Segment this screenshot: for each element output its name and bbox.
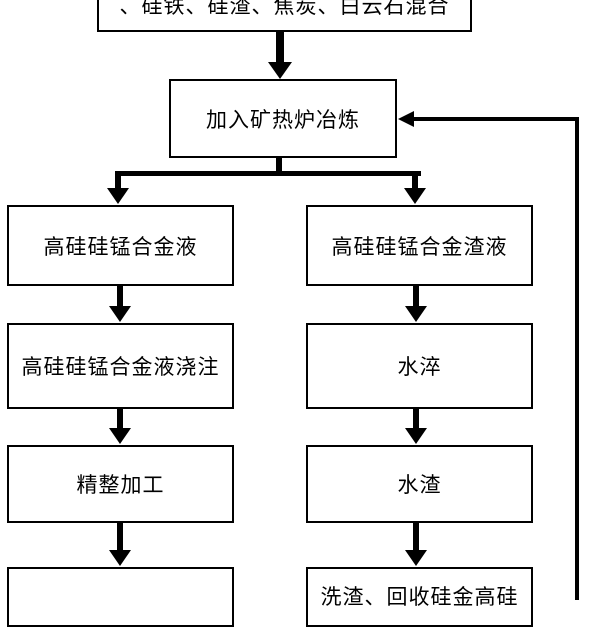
water-quench-label: 水淬	[397, 355, 442, 379]
slag-recovery-box: 洗渣、回收硅金高硅	[306, 567, 533, 627]
arrow-finishing-to-product	[109, 522, 131, 566]
slag-liquid-label: 高硅硅锰合金渣液	[331, 234, 508, 259]
arrow-smelting-split	[107, 157, 426, 204]
finishing-label: 精整加工	[76, 473, 165, 497]
arrow-raw-to-smelting	[268, 30, 292, 79]
slag-recovery-label: 洗渣、回收硅金高硅	[320, 585, 519, 609]
connector-lines	[107, 30, 579, 600]
finishing-box: 精整加工	[7, 445, 234, 523]
arrow-waterslag-to-recovery	[405, 522, 427, 566]
smelting-box: 加入矿热炉冶炼	[169, 79, 397, 158]
smelting-label: 加入矿热炉冶炼	[206, 107, 360, 132]
water-slag-box: 水渣	[306, 445, 533, 523]
arrow-quench-to-waterslag	[405, 408, 427, 444]
water-quench-box: 水淬	[306, 323, 533, 409]
alloy-liquid-box: 高硅硅锰合金液	[7, 205, 234, 286]
raw-materials-label: 、硅铁、硅渣、焦炭、白云石混合	[119, 0, 450, 18]
casting-box: 高硅硅锰合金液浇注	[7, 323, 234, 409]
feedback-loop-arrow	[398, 111, 579, 600]
slag-liquid-box: 高硅硅锰合金渣液	[306, 205, 533, 286]
arrow-casting-to-finishing	[109, 408, 131, 444]
product-box	[7, 567, 234, 627]
arrow-slag-to-quench	[405, 286, 427, 322]
water-slag-label: 水渣	[397, 473, 442, 497]
alloy-liquid-label: 高硅硅锰合金液	[43, 234, 198, 259]
arrow-alloy-to-casting	[109, 286, 131, 322]
casting-label: 高硅硅锰合金液浇注	[21, 355, 220, 379]
process-flowchart: 、硅铁、硅渣、焦炭、白云石混合 加入矿热炉冶炼 高硅硅锰合金液 高硅硅锰合金渣液…	[7, 0, 579, 627]
raw-materials-box: 、硅铁、硅渣、焦炭、白云石混合	[97, 0, 472, 32]
